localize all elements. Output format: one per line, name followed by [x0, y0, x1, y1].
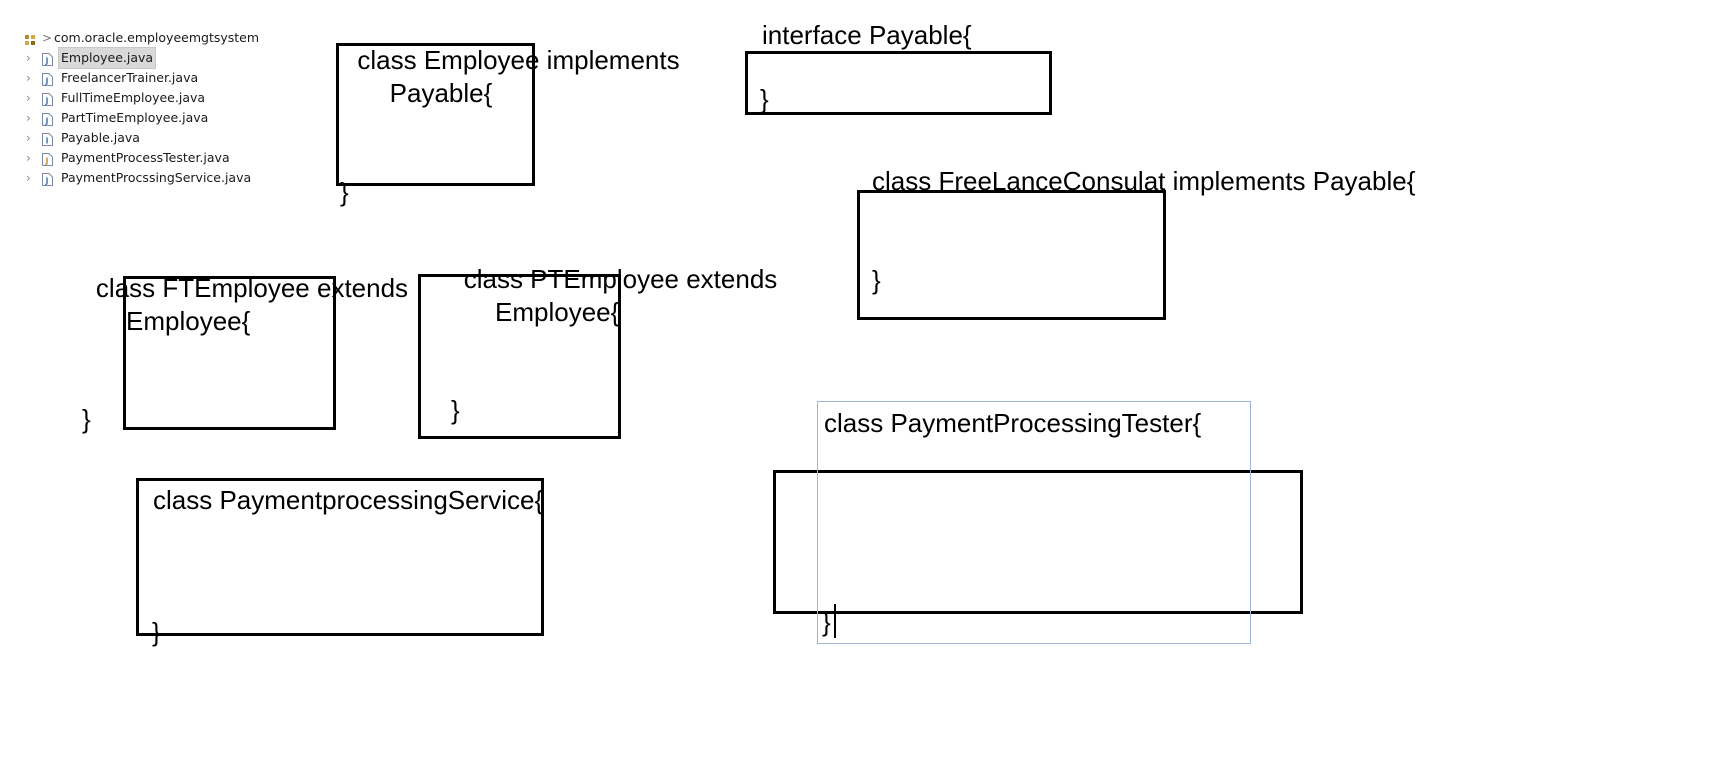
svg-text:J: J — [45, 157, 49, 166]
java-class-file-icon: J — [42, 72, 53, 86]
employee-class-close-brace: } — [340, 177, 349, 207]
expand-chevron-icon[interactable]: › — [26, 111, 31, 125]
file-label: PaymentProcessTester.java — [61, 150, 230, 165]
employee-class-line1: class Employee implements — [357, 45, 680, 75]
file-label: Payable.java — [61, 130, 140, 145]
payable-interface-header: interface Payable{ — [762, 20, 972, 50]
ftemployee-class-line2: Employee{ — [126, 306, 251, 336]
package-node[interactable]: > com.oracle.employeemgtsystem — [20, 28, 280, 48]
tree-item-file[interactable]: › J PaymentProcessTester.java — [20, 148, 280, 168]
ptemployee-class-close-brace: } — [451, 395, 460, 425]
expand-chevron-icon[interactable]: › — [26, 171, 31, 185]
tree-item-file[interactable]: › J FullTimeEmployee.java — [20, 88, 280, 108]
tester-class-box — [773, 470, 1303, 614]
freelance-class-header: class FreeLanceConsulat implements Payab… — [872, 166, 1416, 196]
file-label: PartTimeEmployee.java — [61, 110, 209, 125]
text-selection-frame[interactable] — [817, 401, 1251, 644]
tree-item-file[interactable]: › I Payable.java — [20, 128, 280, 148]
package-icon — [24, 32, 36, 45]
expand-chevron-icon[interactable]: › — [26, 151, 31, 165]
tree-item-file[interactable]: › J FreelancerTrainer.java — [20, 68, 280, 88]
tester-class-close-brace: } — [822, 607, 831, 637]
ftemployee-class-box — [123, 276, 336, 430]
expand-chevron-icon[interactable]: › — [26, 91, 31, 105]
expand-chevron-icon[interactable]: › — [26, 71, 31, 85]
payable-interface-close-brace: } — [760, 84, 769, 114]
java-runnable-class-file-icon: J — [42, 152, 53, 166]
file-label: Employee.java — [57, 47, 157, 69]
file-label: FreelancerTrainer.java — [61, 70, 199, 85]
expand-chevron-icon[interactable]: › — [26, 131, 31, 145]
java-interface-file-icon: I — [42, 132, 53, 146]
svg-text:J: J — [45, 57, 49, 66]
service-class-box — [136, 478, 544, 636]
java-class-file-icon: J — [42, 92, 53, 106]
employee-class-box — [336, 43, 535, 186]
freelance-class-close-brace: } — [872, 265, 881, 295]
tester-class-header: class PaymentProcessingTester{ — [824, 408, 1202, 438]
ftemployee-class-line1: class FTEmployee extends — [95, 273, 409, 303]
tree-item-file[interactable]: › J PaymentProcssingService.java — [20, 168, 280, 188]
ftemployee-class-close-brace: } — [82, 404, 91, 434]
file-label: FullTimeEmployee.java — [61, 90, 206, 105]
svg-text:J: J — [45, 77, 49, 86]
service-class-header: class PaymentprocessingService{ — [153, 485, 544, 515]
tree-item-file[interactable]: › J PartTimeEmployee.java — [20, 108, 280, 128]
java-class-file-icon: J — [42, 52, 53, 66]
package-label: com.oracle.employeemgtsystem — [54, 30, 260, 45]
breadcrumb-arrow-icon: > — [42, 31, 53, 45]
ptemployee-class-line1: class PTEmployee extends — [463, 264, 778, 294]
text-caret — [834, 604, 836, 638]
employee-class-line2: Payable{ — [389, 78, 493, 108]
svg-text:J: J — [45, 97, 49, 106]
expand-chevron-icon[interactable]: › — [26, 51, 31, 65]
java-class-file-icon: J — [42, 172, 53, 186]
svg-text:J: J — [45, 177, 49, 186]
java-class-file-icon: J — [42, 112, 53, 126]
svg-text:J: J — [45, 117, 49, 126]
svg-text:I: I — [46, 137, 49, 146]
freelance-class-box — [857, 190, 1166, 320]
ptemployee-class-line2: Employee{ — [495, 297, 620, 327]
service-class-close-brace: } — [152, 617, 161, 647]
package-explorer: > com.oracle.employeemgtsystem › J Employe… — [20, 28, 280, 188]
tree-item-file[interactable]: › J Employee.java — [20, 47, 280, 69]
ptemployee-class-box — [418, 274, 621, 439]
file-label: PaymentProcssingService.java — [61, 170, 252, 185]
payable-interface-box — [745, 51, 1052, 115]
